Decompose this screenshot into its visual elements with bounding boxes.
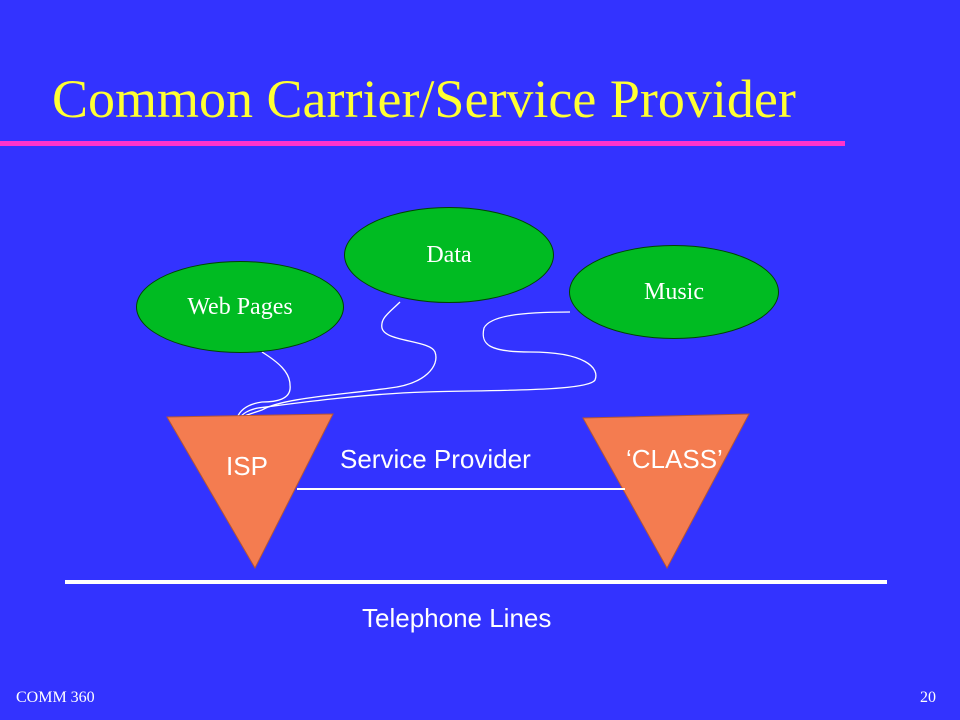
telephone-lines-label: Telephone Lines bbox=[362, 603, 552, 633]
connector-music bbox=[239, 311, 597, 419]
isp-triangle bbox=[166, 413, 334, 570]
footer-page-number: 20 bbox=[920, 689, 936, 706]
service-provider-label: Service Provider bbox=[340, 444, 531, 474]
bubble-data-label: Data bbox=[426, 241, 472, 268]
bubble-web-pages: Web Pages bbox=[136, 261, 344, 353]
footer-course: COMM 360 bbox=[16, 689, 95, 706]
bubble-music-label: Music bbox=[644, 278, 704, 305]
class-triangle bbox=[582, 413, 750, 570]
bubble-web-pages-label: Web Pages bbox=[187, 293, 293, 320]
bubble-music: Music bbox=[569, 245, 779, 339]
class-label: ‘CLASS’ bbox=[626, 444, 723, 474]
bubble-data: Data bbox=[344, 207, 554, 303]
isp-label: ISP bbox=[226, 451, 268, 481]
connector-data bbox=[237, 301, 437, 421]
title-underline bbox=[0, 141, 845, 146]
connector-web-pages bbox=[236, 351, 291, 419]
slide-title: Common Carrier/Service Provider bbox=[52, 69, 796, 129]
